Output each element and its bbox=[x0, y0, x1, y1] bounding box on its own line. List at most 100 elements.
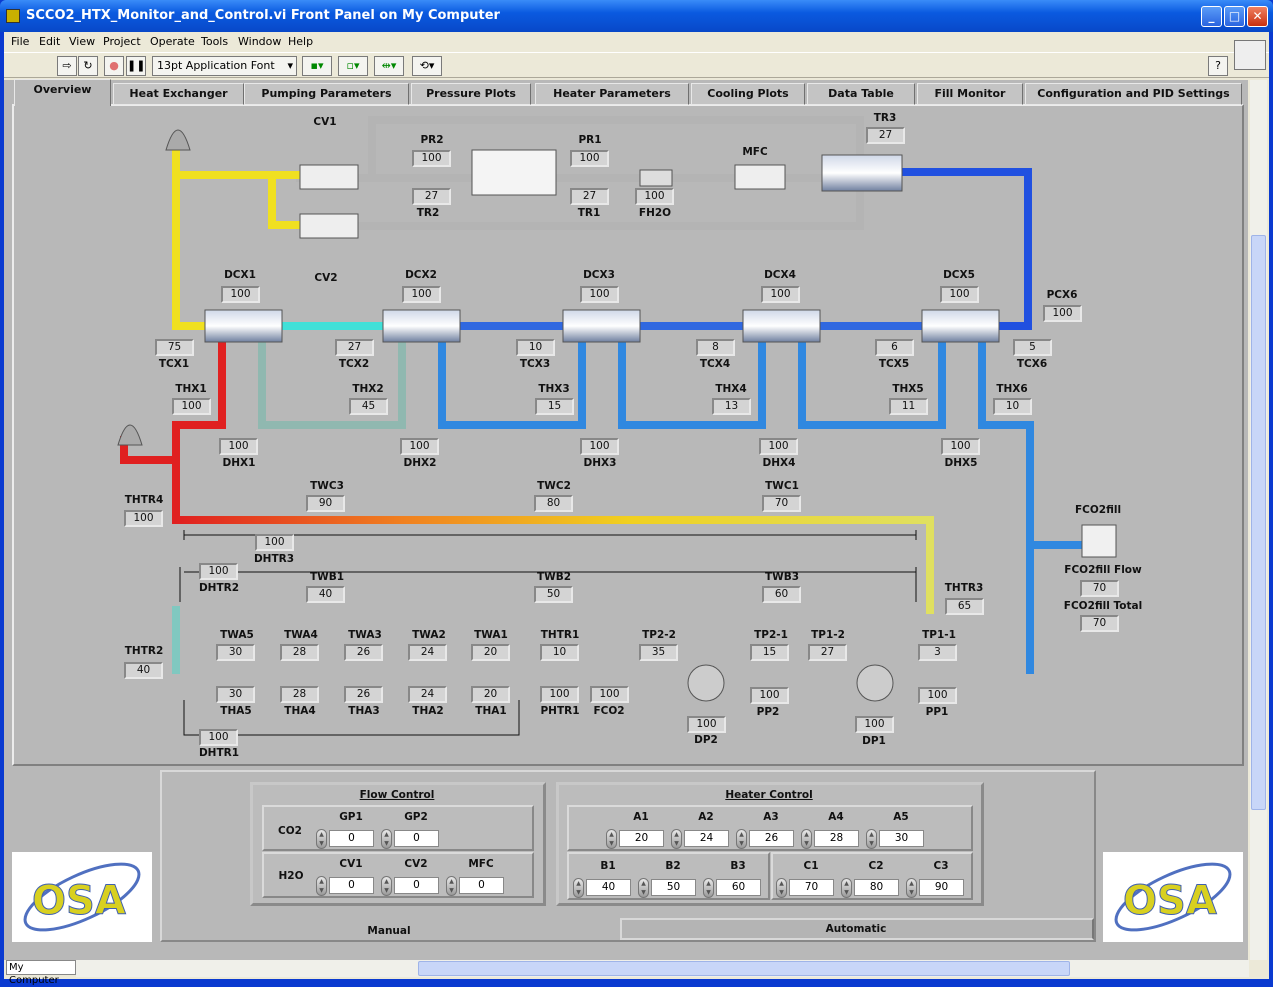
heater-a2-spinner-icon[interactable]: ▲ ▼ bbox=[671, 829, 682, 849]
menu-edit[interactable]: Edit bbox=[39, 35, 61, 48]
tab-cooling-plots[interactable]: Cooling Plots bbox=[691, 83, 805, 105]
heater-a3-value[interactable]: 26 bbox=[749, 830, 794, 847]
menu-help[interactable]: Help bbox=[288, 35, 314, 48]
heater-c3-value[interactable]: 90 bbox=[919, 879, 964, 896]
minimize-button[interactable]: _ bbox=[1201, 6, 1222, 27]
run-arrow-icon[interactable]: ⇨ bbox=[57, 56, 77, 76]
tab-automatic[interactable] bbox=[620, 918, 1094, 940]
heater-b2-value[interactable]: 50 bbox=[651, 879, 696, 896]
dhx4-label: DHX4 bbox=[762, 457, 796, 469]
heater-b1-spinner-icon[interactable]: ▲ ▼ bbox=[573, 878, 584, 898]
h2o-cv2-value[interactable]: 0 bbox=[394, 877, 439, 894]
menu-view[interactable]: View bbox=[69, 35, 96, 48]
menu-tools[interactable]: Tools bbox=[201, 35, 229, 48]
twb3-label: TWB3 bbox=[764, 571, 800, 583]
co2-gp1-control[interactable]: ▲ ▼0 bbox=[316, 829, 374, 849]
heater-a2-value[interactable]: 24 bbox=[684, 830, 729, 847]
menu-project[interactable]: Project bbox=[103, 35, 141, 48]
twb1-indicator: 40 bbox=[306, 586, 345, 603]
tab-heater-parameters[interactable]: Heater Parameters bbox=[535, 83, 689, 105]
fco2fillflow-indicator: 70 bbox=[1080, 580, 1119, 597]
heater-b2-spinner-icon[interactable]: ▲ ▼ bbox=[638, 878, 649, 898]
heater-c2-spinner-icon[interactable]: ▲ ▼ bbox=[841, 878, 852, 898]
twc1-label: TWC1 bbox=[765, 480, 799, 492]
twa3-label: TWA3 bbox=[348, 629, 382, 641]
heater-a1-value[interactable]: 20 bbox=[619, 830, 664, 847]
heater-b1-value[interactable]: 40 bbox=[586, 879, 631, 896]
tab-manual[interactable]: Manual bbox=[367, 925, 411, 937]
heater-a5-control[interactable]: ▲ ▼30 bbox=[866, 829, 924, 849]
close-button[interactable]: ✕ bbox=[1247, 6, 1268, 27]
heater-a5-value[interactable]: 30 bbox=[879, 830, 924, 847]
heater-a1-control[interactable]: ▲ ▼20 bbox=[606, 829, 664, 849]
heater-a3-control[interactable]: ▲ ▼26 bbox=[736, 829, 794, 849]
heater-b2-control[interactable]: ▲ ▼50 bbox=[638, 878, 696, 898]
heater-a1-spinner-icon[interactable]: ▲ ▼ bbox=[606, 829, 617, 849]
thx2-label: THX2 bbox=[352, 383, 384, 395]
align-objects-icon[interactable]: ▪▾ bbox=[302, 56, 332, 76]
tab-pressure-plots[interactable]: Pressure Plots bbox=[411, 83, 531, 105]
tab-pumping-parameters[interactable]: Pumping Parameters bbox=[244, 83, 409, 105]
heater-c1-spinner-icon[interactable]: ▲ ▼ bbox=[776, 878, 787, 898]
heater-b1-control[interactable]: ▲ ▼40 bbox=[573, 878, 631, 898]
abort-icon[interactable]: ● bbox=[104, 56, 124, 76]
co2-gp2-value[interactable]: 0 bbox=[394, 830, 439, 847]
heater-c3-control[interactable]: ▲ ▼90 bbox=[906, 878, 964, 898]
horizontal-scroll-thumb[interactable] bbox=[418, 961, 1070, 976]
svg-text:OSA: OSA bbox=[1123, 878, 1217, 924]
heater-a4-spinner-icon[interactable]: ▲ ▼ bbox=[801, 829, 812, 849]
co2-gp1-spinner-icon[interactable]: ▲ ▼ bbox=[316, 829, 327, 849]
twa4-indicator: 28 bbox=[280, 644, 319, 661]
heater-a2-control[interactable]: ▲ ▼24 bbox=[671, 829, 729, 849]
phtr1-label: PHTR1 bbox=[540, 705, 580, 717]
tp1-2-label: TP1-2 bbox=[811, 629, 845, 641]
heater-a4-value[interactable]: 28 bbox=[814, 830, 859, 847]
h2o-mfc-control[interactable]: ▲ ▼0 bbox=[446, 876, 504, 896]
heater-c1-control[interactable]: ▲ ▼70 bbox=[776, 878, 834, 898]
co2-gp2-control[interactable]: ▲ ▼0 bbox=[381, 829, 439, 849]
vertical-scroll-thumb[interactable] bbox=[1251, 235, 1266, 810]
heater-c1-value[interactable]: 70 bbox=[789, 879, 834, 896]
pause-icon[interactable]: ❚❚ bbox=[126, 56, 146, 76]
font-select-value: 13pt Application Font bbox=[157, 59, 275, 72]
tr1-label: TR1 bbox=[577, 207, 601, 219]
tab-heat-exchanger[interactable]: Heat Exchanger bbox=[113, 83, 244, 105]
heater-c3-spinner-icon[interactable]: ▲ ▼ bbox=[906, 878, 917, 898]
heater-a3-spinner-icon[interactable]: ▲ ▼ bbox=[736, 829, 747, 849]
h2o-cv1-spinner-icon[interactable]: ▲ ▼ bbox=[316, 876, 327, 896]
tab-fill-monitor[interactable]: Fill Monitor bbox=[917, 83, 1023, 105]
font-select[interactable]: 13pt Application Font▾ bbox=[152, 56, 297, 76]
distribute-objects-icon[interactable]: ▫▾ bbox=[338, 56, 368, 76]
heater-b3-spinner-icon[interactable]: ▲ ▼ bbox=[703, 878, 714, 898]
h2o-cv1-control[interactable]: ▲ ▼0 bbox=[316, 876, 374, 896]
tr2-indicator: 27 bbox=[412, 188, 451, 205]
heater-b3-control[interactable]: ▲ ▼60 bbox=[703, 878, 761, 898]
run-continuously-icon[interactable]: ↻ bbox=[78, 56, 98, 76]
menu-window[interactable]: Window bbox=[238, 35, 282, 48]
h2o-cv2-control[interactable]: ▲ ▼0 bbox=[381, 876, 439, 896]
twc1-indicator: 70 bbox=[762, 495, 801, 512]
tcx1-indicator: 75 bbox=[155, 339, 194, 356]
h2o-mfc-value[interactable]: 0 bbox=[459, 877, 504, 894]
h2o-mfc-spinner-icon[interactable]: ▲ ▼ bbox=[446, 876, 457, 896]
menu-operate[interactable]: Operate bbox=[150, 35, 195, 48]
maximize-button[interactable]: □ bbox=[1224, 6, 1245, 27]
heater-c2-control[interactable]: ▲ ▼80 bbox=[841, 878, 899, 898]
heater-c2-value[interactable]: 80 bbox=[854, 879, 899, 896]
help-icon[interactable]: ? bbox=[1208, 56, 1228, 76]
tab-configuration-and-pid-settings[interactable]: Configuration and PID Settings bbox=[1025, 83, 1242, 105]
heater-control-title: Heater Control bbox=[725, 789, 813, 801]
tab-data-table[interactable]: Data Table bbox=[807, 83, 915, 105]
reorder-icon[interactable]: ⟲▾ bbox=[412, 56, 442, 76]
tp1-1-indicator: 3 bbox=[918, 644, 957, 661]
co2-gp1-value[interactable]: 0 bbox=[329, 830, 374, 847]
menu-file[interactable]: File bbox=[11, 35, 30, 48]
tab-overview[interactable]: Overview bbox=[14, 79, 111, 106]
heater-b3-value[interactable]: 60 bbox=[716, 879, 761, 896]
resize-objects-icon[interactable]: ⇹▾ bbox=[374, 56, 404, 76]
h2o-cv1-value[interactable]: 0 bbox=[329, 877, 374, 894]
heater-a4-control[interactable]: ▲ ▼28 bbox=[801, 829, 859, 849]
h2o-cv2-spinner-icon[interactable]: ▲ ▼ bbox=[381, 876, 392, 896]
co2-gp2-spinner-icon[interactable]: ▲ ▼ bbox=[381, 829, 392, 849]
heater-a5-spinner-icon[interactable]: ▲ ▼ bbox=[866, 829, 877, 849]
